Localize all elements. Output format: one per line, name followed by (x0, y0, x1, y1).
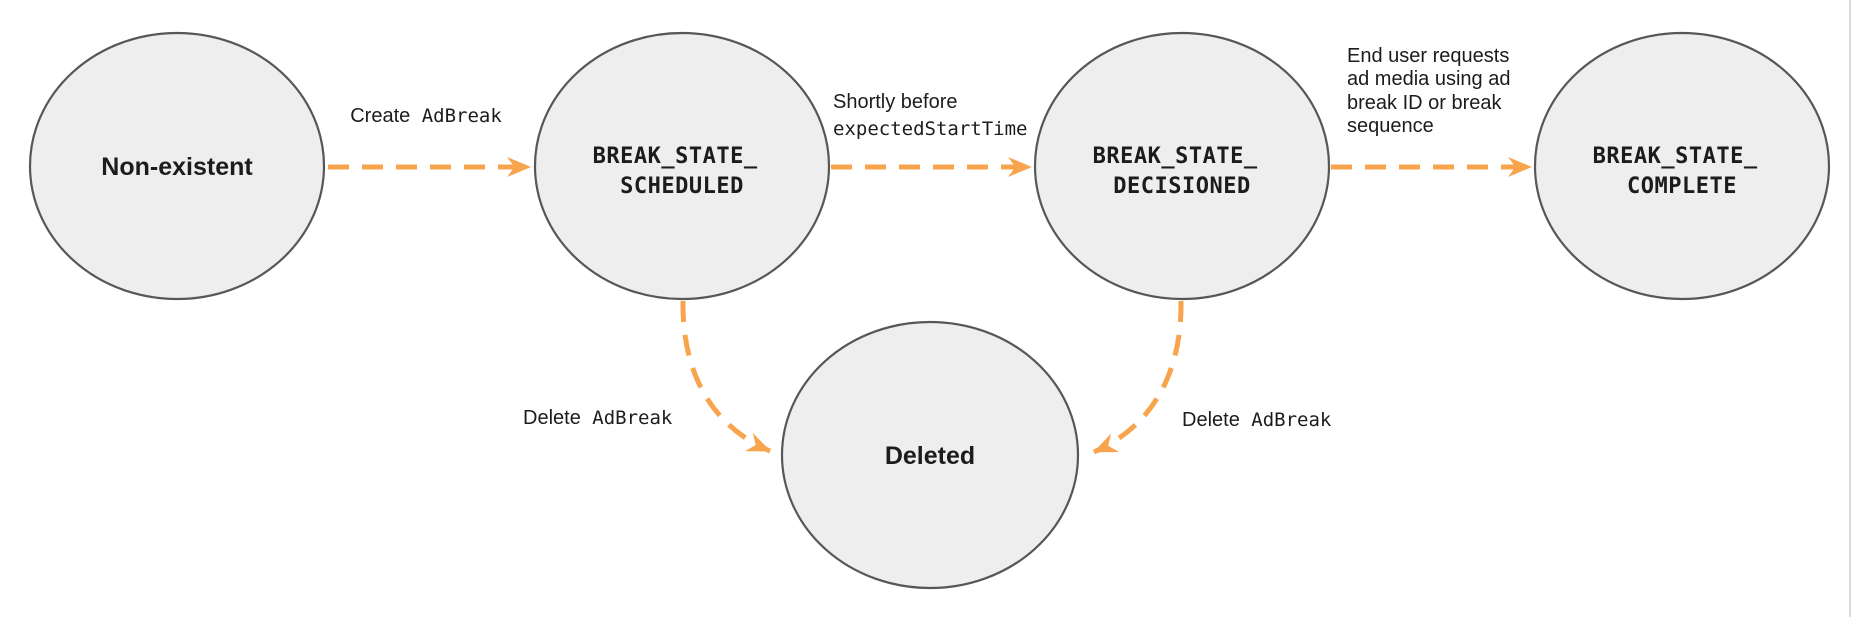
state-break-state-complete: BREAK_STATE_ COMPLETE (1533, 31, 1831, 301)
transition-label-shortly-before: Shortly before expectedStartTime (833, 91, 1027, 140)
state-label-break-state-complete: BREAK_STATE_ COMPLETE (1593, 144, 1772, 199)
transition-label-delete-adbreak-right: Delete AdBreak (1182, 409, 1332, 431)
transition-arrow-delete-adbreak-from-scheduled (680, 300, 771, 454)
state-break-state-scheduled: BREAK_STATE_ SCHEDULED (533, 31, 831, 301)
transition-label-delete-adbreak-left: Delete AdBreak (523, 407, 673, 429)
state-circle-deleted (780, 320, 1080, 590)
state-deleted: Deleted (780, 320, 1080, 590)
transition-arrow-delete-adbreak-from-decisioned (1092, 300, 1184, 455)
state-non-existent: Non-existent (28, 31, 326, 301)
state-circle-break-state-scheduled (533, 31, 831, 301)
state-label-deleted: Deleted (885, 442, 975, 470)
state-label-break-state-scheduled: BREAK_STATE_ SCHEDULED (593, 144, 772, 199)
state-circle-break-state-decisioned (1033, 31, 1331, 301)
state-circle-break-state-complete (1533, 31, 1831, 301)
state-label-non-existent: Non-existent (101, 153, 253, 181)
transition-label-end-user-requests: End user requests ad media using ad brea… (1347, 45, 1516, 137)
state-circle-non-existent (28, 31, 326, 301)
state-break-state-decisioned: BREAK_STATE_ DECISIONED (1033, 31, 1331, 301)
transition-label-create-adbreak: Create AdBreak (350, 105, 502, 127)
state-label-break-state-decisioned: BREAK_STATE_ DECISIONED (1093, 144, 1272, 199)
